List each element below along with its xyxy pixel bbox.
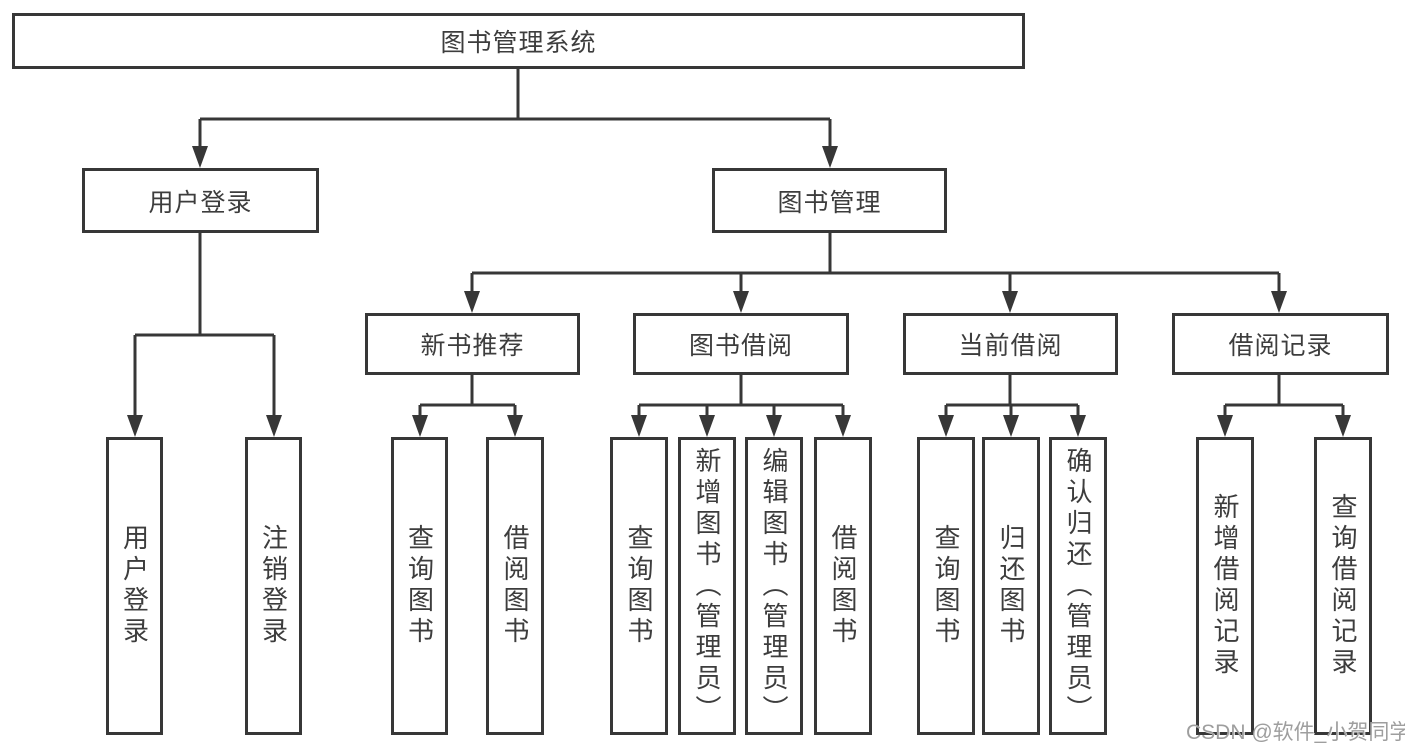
node-label: 新增借阅记录: [1210, 493, 1240, 679]
leaf-query-borrow-record: 查询借阅记录: [1314, 437, 1372, 735]
csdn-watermark: CSDN @软件_小贺同学: [1186, 721, 1405, 744]
leaf-query-books-borrowing: 查询图书: [610, 437, 668, 735]
node-label: 确认归还（管理员）: [1063, 446, 1093, 726]
node-book-management: 图书管理: [712, 168, 947, 233]
node-label: 查询图书: [624, 524, 654, 648]
node-label: 用户登录: [119, 524, 150, 648]
node-label: 借阅记录: [1228, 332, 1333, 360]
node-label: 借阅图书: [500, 524, 530, 648]
node-current-borrowing: 当前借阅: [903, 313, 1118, 375]
leaf-query-books-current: 查询图书: [917, 437, 975, 735]
leaf-borrow-books-recommend: 借阅图书: [486, 437, 544, 735]
leaf-add-borrow-record: 新增借阅记录: [1196, 437, 1254, 735]
leaf-user-login: 用户登录: [106, 437, 163, 735]
node-label: 借阅图书: [828, 524, 858, 648]
node-label: 查询图书: [931, 524, 961, 648]
node-library-management-system: 图书管理系统: [12, 13, 1025, 69]
node-label: 新书推荐: [420, 332, 525, 360]
node-label: 查询图书: [404, 524, 435, 648]
node-label: 当前借阅: [958, 332, 1063, 360]
leaf-edit-books-admin: 编辑图书（管理员）: [745, 437, 803, 735]
node-label: 用户登录: [148, 188, 253, 217]
node-label: 新增图书（管理员）: [692, 446, 722, 726]
node-borrowing-records: 借阅记录: [1172, 313, 1389, 375]
node-book-borrowing: 图书借阅: [633, 313, 849, 375]
node-label: 图书借阅: [688, 332, 793, 360]
node-label: 图书管理: [777, 188, 882, 217]
node-label: 查询借阅记录: [1328, 493, 1358, 679]
node-label: 归还图书: [996, 524, 1026, 648]
node-label: 图书管理系统: [440, 29, 597, 57]
node-new-book-recommend: 新书推荐: [365, 313, 580, 375]
node-user-login: 用户登录: [82, 168, 319, 233]
leaf-confirm-return-admin: 确认归还（管理员）: [1049, 437, 1107, 735]
node-label: 编辑图书（管理员）: [759, 446, 789, 726]
leaf-return-books: 归还图书: [982, 437, 1040, 735]
node-label: 注销登录: [258, 524, 289, 648]
leaf-query-books-recommend: 查询图书: [391, 437, 448, 735]
leaf-logout: 注销登录: [245, 437, 302, 735]
leaf-borrow-books: 借阅图书: [814, 437, 872, 735]
leaf-add-books-admin: 新增图书（管理员）: [678, 437, 736, 735]
